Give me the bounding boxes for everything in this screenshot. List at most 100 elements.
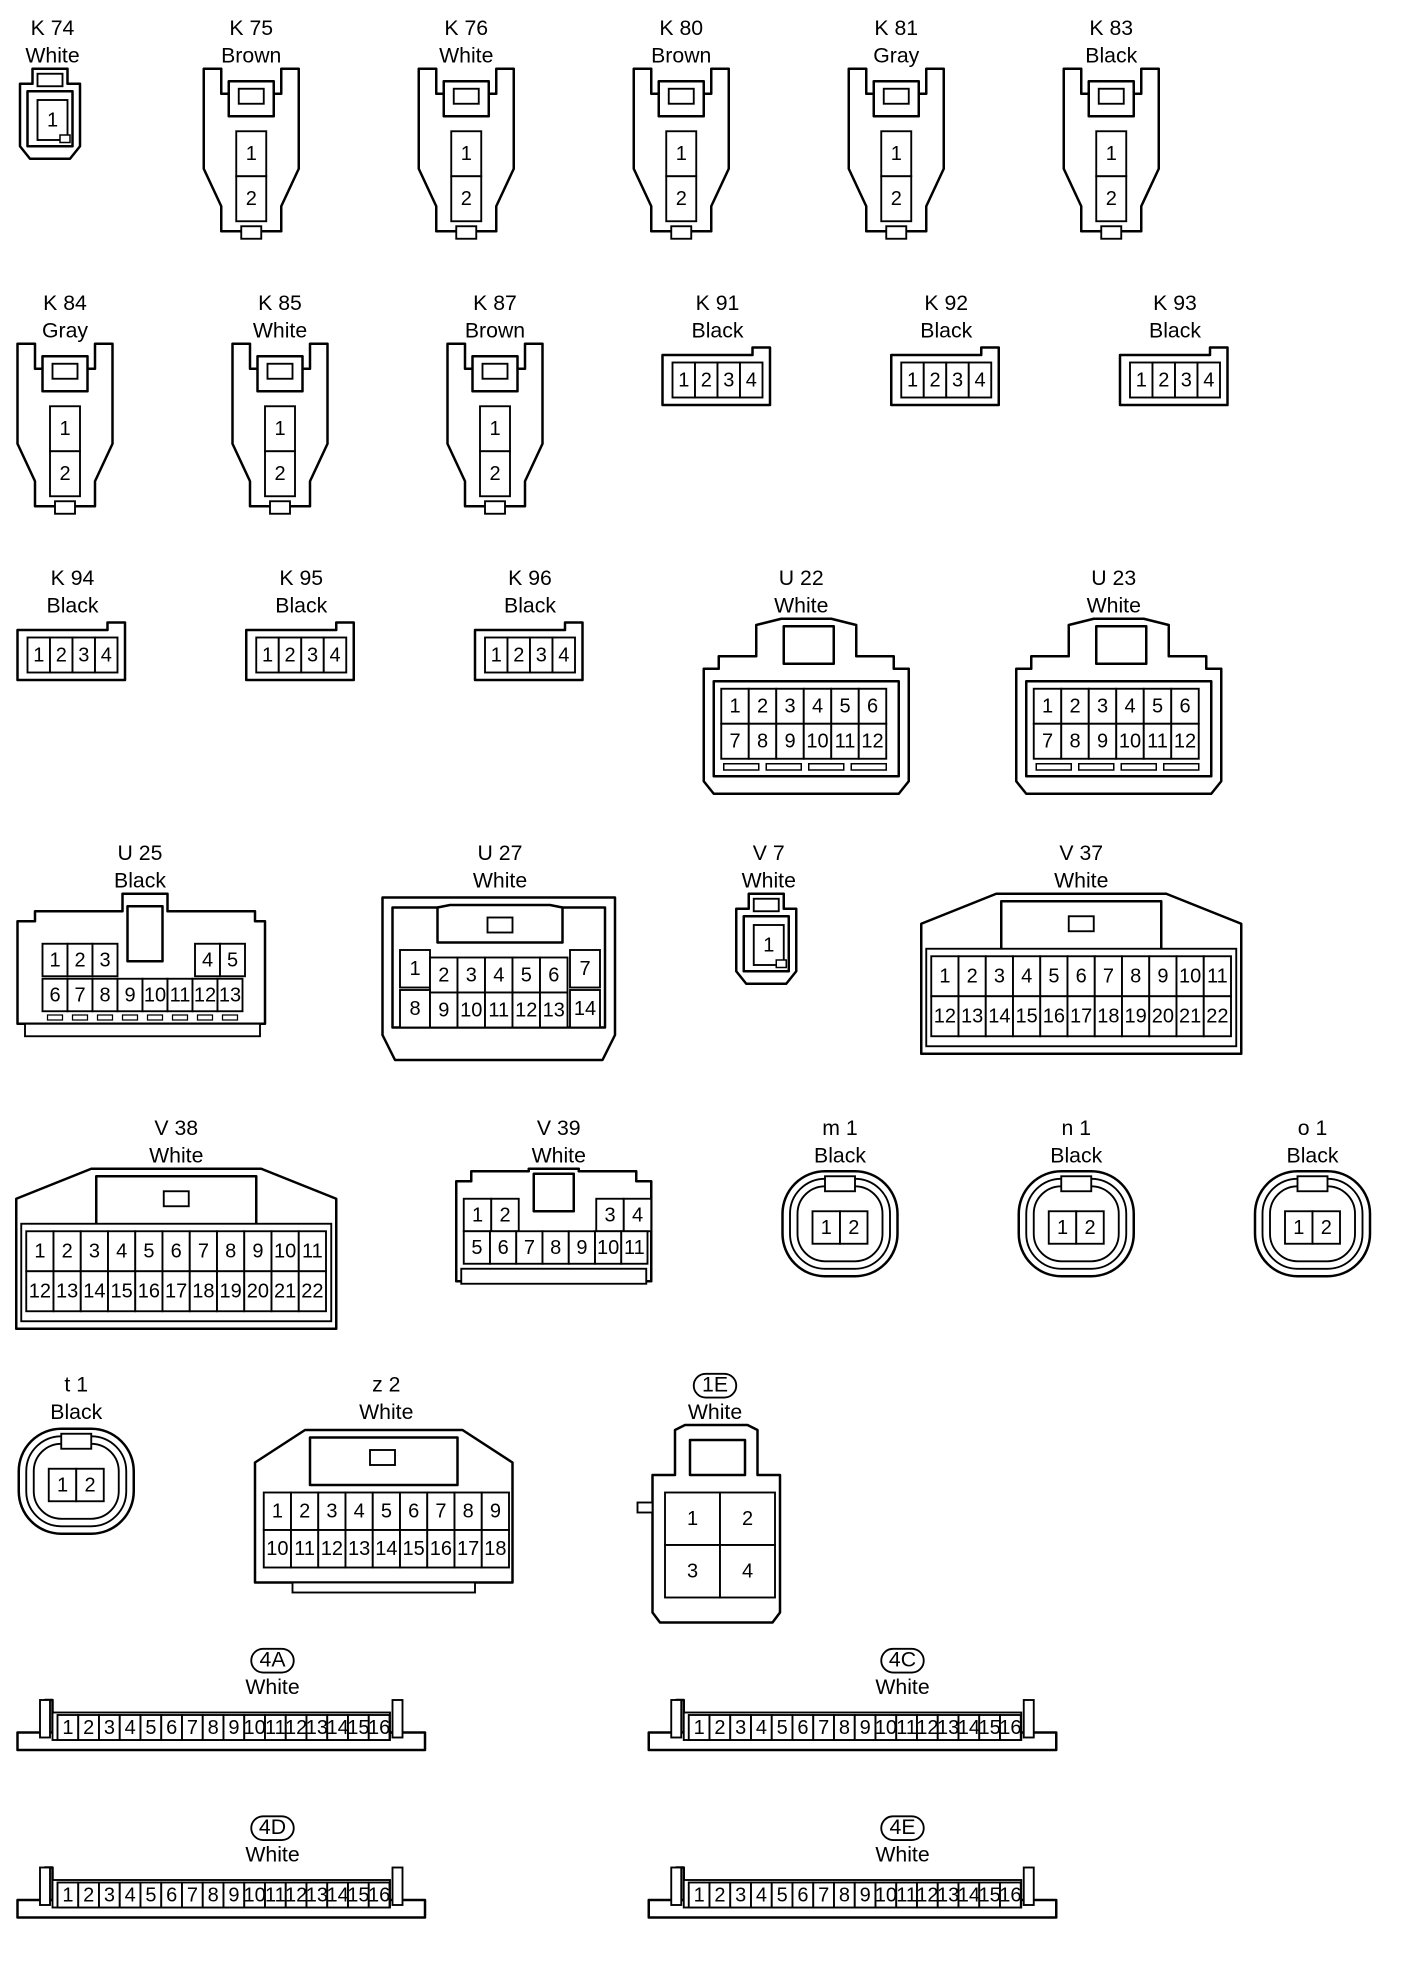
pin-label: 3 <box>89 1241 100 1263</box>
pin-label: 7 <box>187 1717 198 1739</box>
connector-color: Brown <box>465 319 525 343</box>
connector-id: K 87 <box>473 291 517 315</box>
pin-label: 12 <box>1174 731 1196 753</box>
pin-label: 3 <box>687 1561 698 1583</box>
pin-label: 2 <box>1084 1217 1095 1239</box>
housing-outline <box>688 1438 747 1477</box>
pin-label: 6 <box>797 1717 808 1739</box>
pin-label: 9 <box>228 1717 239 1739</box>
connector-id: U 22 <box>779 566 824 590</box>
pin-label: 2 <box>489 463 500 485</box>
pin-label: 22 <box>1206 1006 1228 1028</box>
pin-label: 20 <box>1152 1006 1174 1028</box>
pin-label: 14 <box>327 1884 349 1906</box>
pin-label: 4 <box>632 1204 643 1226</box>
pin-label: 1 <box>676 143 687 165</box>
pin-label: 21 <box>274 1281 296 1303</box>
pin-label: 2 <box>714 1717 725 1739</box>
connector-id: K 91 <box>696 291 740 315</box>
pin-label: 16 <box>1043 1006 1065 1028</box>
pin-label: 8 <box>839 1884 850 1906</box>
pin-label: 1 <box>246 143 257 165</box>
pin-label: 8 <box>1069 731 1080 753</box>
connector-id: o 1 <box>1298 1116 1328 1140</box>
connector-id: U 27 <box>478 841 523 865</box>
pin-label: 5 <box>471 1237 482 1259</box>
circled-id-frame <box>250 1815 295 1841</box>
connector-id: 4A <box>260 1647 287 1671</box>
pin-label: 10 <box>266 1538 288 1560</box>
pin-label: 8 <box>409 998 420 1020</box>
pin-label: 6 <box>49 984 60 1006</box>
pin-label: 7 <box>74 984 85 1006</box>
pin-label: 2 <box>701 369 712 391</box>
pin-label: 7 <box>579 958 590 980</box>
pin-label: 10 <box>244 1884 266 1906</box>
pin-label: 13 <box>961 1006 983 1028</box>
pin-label: 7 <box>818 1717 829 1739</box>
connector-id: U 25 <box>118 841 163 865</box>
pin-label: 8 <box>208 1884 219 1906</box>
pin-label: 4 <box>756 1884 767 1906</box>
connector-id: V 37 <box>1059 841 1103 865</box>
pin-label: 2 <box>299 1501 310 1523</box>
pin-label: 12 <box>194 984 216 1006</box>
pin-label: 4 <box>354 1501 365 1523</box>
pin-label: 9 <box>252 1241 263 1263</box>
pin-label: 14 <box>83 1281 105 1303</box>
pin-label: 14 <box>574 998 596 1020</box>
connector-color: Black <box>814 1144 866 1168</box>
pin-label: 2 <box>84 1474 95 1496</box>
pin-label: 2 <box>59 463 70 485</box>
pin-label: 5 <box>839 696 850 718</box>
pin-label: 11 <box>302 1241 323 1263</box>
pin-label: 19 <box>220 1281 242 1303</box>
pin-label: 18 <box>1097 1006 1119 1028</box>
pin-label: 6 <box>498 1237 509 1259</box>
pin-label: 2 <box>1106 188 1117 210</box>
pin-label: 5 <box>1152 696 1163 718</box>
pin-label: 2 <box>757 696 768 718</box>
pin-label: 12 <box>916 1717 938 1739</box>
pin-label: 3 <box>952 369 963 391</box>
pin-label: 1 <box>821 1217 832 1239</box>
pin-label: 2 <box>56 644 67 666</box>
pin-label: 20 <box>247 1281 269 1303</box>
pin-label: 16 <box>430 1538 452 1560</box>
connector-id: K 81 <box>874 16 918 40</box>
pin-label: 15 <box>979 1717 1001 1739</box>
connector-id: K 85 <box>258 291 302 315</box>
pin-label: 1 <box>49 949 60 971</box>
pin-label: 6 <box>166 1717 177 1739</box>
pin-label: 2 <box>967 966 978 988</box>
circled-id-frame <box>250 1647 295 1674</box>
connector-id: K 74 <box>31 16 75 40</box>
pin-label: 7 <box>818 1884 829 1906</box>
pin-label: 11 <box>1147 731 1168 753</box>
pin-label: 13 <box>348 1538 370 1560</box>
pin-label: 7 <box>187 1884 198 1906</box>
connector-color: White <box>473 869 527 893</box>
pin-label: 8 <box>225 1241 236 1263</box>
pin-label: 3 <box>1181 369 1192 391</box>
pin-label: 2 <box>714 1884 725 1906</box>
pin-label: 5 <box>1048 966 1059 988</box>
pin-label: 10 <box>460 999 482 1021</box>
pin-label: 3 <box>78 644 89 666</box>
